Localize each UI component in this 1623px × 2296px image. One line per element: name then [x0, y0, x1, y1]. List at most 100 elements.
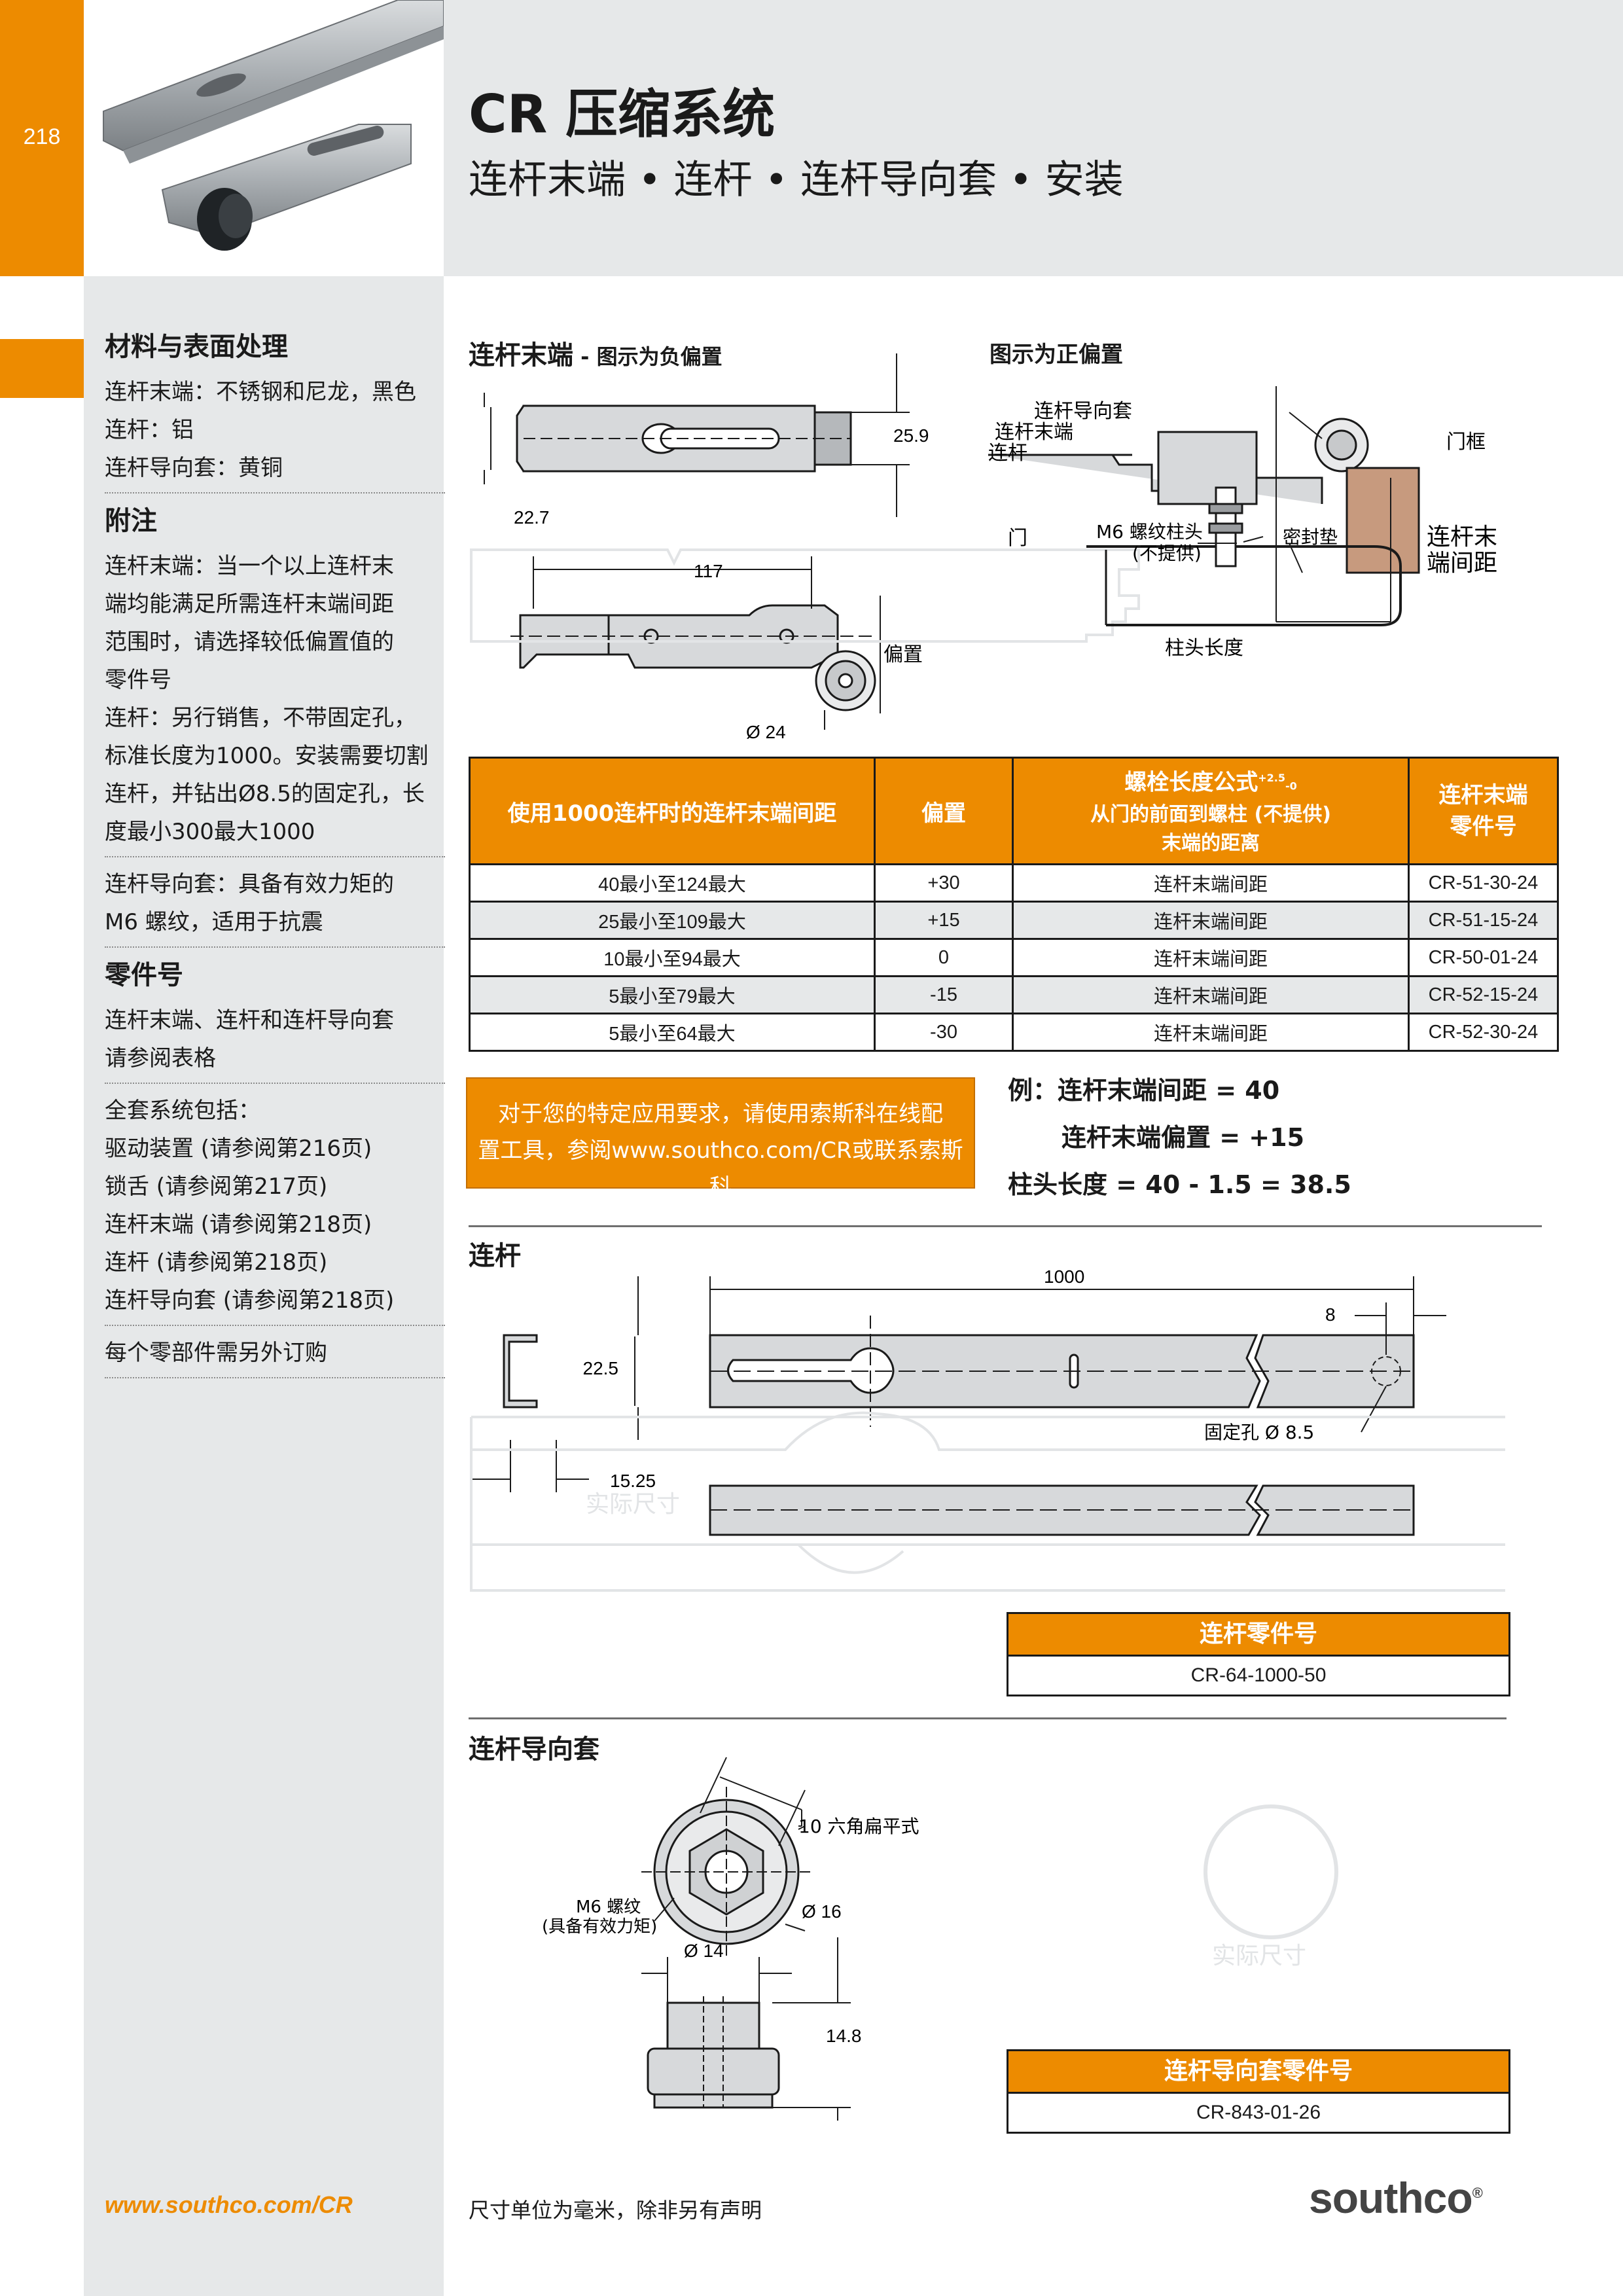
example-line: 例：连杆末端间距 = 40	[1008, 1076, 1280, 1105]
rod-length: 1000	[1044, 1266, 1084, 1287]
rod-pn-value: CR-64-1000-50	[1190, 1664, 1327, 1686]
rod-pn-heading: 连杆零件号	[1008, 1614, 1508, 1657]
cell-formula: 连杆末端间距	[1012, 1013, 1410, 1052]
label-stud-note: (不提供)	[1132, 543, 1202, 564]
positive-offset-title: 图示为正偏置	[990, 342, 1123, 368]
cell-part: CR-51-15-24	[1408, 901, 1559, 940]
section-divider	[469, 1717, 1507, 1719]
divider	[105, 1377, 445, 1378]
guide-height: 14.8	[826, 2026, 862, 2046]
cell-formula: 连杆末端间距	[1012, 901, 1410, 940]
col-formula: 螺栓长度公式+2.5-0 从门的前面到螺柱 (不提供) 末端的距离	[1012, 757, 1410, 865]
footer-note: 尺寸单位为毫米，除非另有声明	[469, 2198, 762, 2223]
actual-size-watermark: 实际尺寸	[1212, 1943, 1306, 1969]
notes-heading: 附注	[105, 506, 157, 536]
rod-title: 连杆	[469, 1241, 521, 1271]
header-band	[444, 0, 1623, 276]
rod-offset: 8	[1325, 1304, 1336, 1325]
cell-formula: 连杆末端间距	[1012, 863, 1410, 903]
cell-offset: -15	[874, 975, 1014, 1014]
label-stud: M6 螺纹柱头	[1096, 521, 1203, 543]
note-line: 度最小300最大1000	[105, 819, 315, 845]
note-line: 连杆：另行销售，不带固定孔，	[105, 705, 416, 731]
cell-spacing: 10最小至94最大	[469, 938, 876, 977]
material-line: 连杆末端：不锈钢和尼龙，黑色	[105, 379, 416, 405]
cell-spacing: 40最小至124最大	[469, 863, 876, 903]
sidebar	[84, 276, 444, 2296]
link-end-drawing: 25.9 22.7 117 偏置 Ø 24 连杆导向套 连杆末端 连杆 门框 门…	[470, 353, 1497, 742]
page-tab	[0, 0, 84, 276]
table-row: 25最小至109最大 +15 连杆末端间距 CR-51-15-24	[469, 901, 1559, 940]
system-intro: 全套系统包括：	[105, 1098, 260, 1124]
guide-thread-1: M6 螺纹	[576, 1897, 641, 1917]
note-line: 连杆，并钻出Ø8.5的固定孔，长	[105, 781, 425, 807]
parts-heading: 零件号	[105, 960, 183, 990]
configurator-callout: 对于您的特定应用要求，请使用索斯科在线配置工具，参阅www.southco.co…	[466, 1077, 975, 1200]
system-item: 连杆末端 (请参阅第218页)	[105, 1211, 372, 1238]
system-item: 锁舌 (请参阅第217页)	[105, 1174, 328, 1200]
note-line: 范围时，请选择较低偏置值的	[105, 629, 394, 655]
page-subtitle: 连杆末端 • 连杆 • 连杆导向套 • 安装	[469, 157, 1124, 203]
note-line: 连杆导向套：具备有效力矩的	[105, 871, 394, 897]
section-marker	[0, 339, 84, 398]
note-line: 端均能满足所需连杆末端间距	[105, 591, 394, 617]
guide-drawing: 10 六角扁平式 Ø 16 Ø 14 14.8 M6 螺纹 (具备有效力矩) 实…	[542, 1757, 1338, 2121]
example-line: 柱头长度 = 40 - 1.5 = 38.5	[1008, 1170, 1351, 1199]
rod-part-number-box: 连杆零件号 CR-64-1000-50	[1007, 1612, 1510, 1696]
table-row: 10最小至94最大 0 连杆末端间距 CR-50-01-24	[469, 938, 1559, 977]
cell-spacing: 5最小至64最大	[469, 1013, 876, 1052]
divider	[105, 1083, 445, 1084]
materials-heading: 材料与表面处理	[105, 332, 288, 362]
guide-d16: Ø 16	[802, 1901, 842, 1922]
parts-line: 请参阅表格	[105, 1045, 216, 1071]
cell-part: CR-50-01-24	[1408, 938, 1559, 977]
link-end-table: 使用1000连杆时的连杆末端间距 偏置 螺栓长度公式+2.5-0 从门的前面到螺…	[469, 757, 1559, 1052]
parts-line: 连杆末端、连杆和连杆导向套	[105, 1007, 394, 1033]
material-line: 连杆：铝	[105, 417, 194, 443]
divider	[105, 1325, 445, 1326]
footer-url[interactable]: www.southco.com/CR	[105, 2191, 353, 2218]
label-spacing-1: 连杆末	[1427, 524, 1497, 550]
divider	[105, 856, 445, 857]
cell-offset: 0	[874, 938, 1014, 977]
page-title: CR 压缩系统	[469, 84, 776, 145]
dim-length: 117	[694, 561, 723, 581]
col-offset: 偏置	[874, 757, 1014, 865]
example-line: 连杆末端偏置 = +15	[1061, 1123, 1305, 1152]
cell-formula: 连杆末端间距	[1012, 975, 1410, 1014]
cell-offset: +15	[874, 901, 1014, 940]
guide-thread-2: (具备有效力矩)	[542, 1917, 657, 1937]
label-frame: 门框	[1446, 431, 1486, 454]
section-divider	[469, 1225, 1542, 1227]
table-row: 5最小至64最大 -30 连杆末端间距 CR-52-30-24	[469, 1013, 1559, 1052]
system-item: 连杆 (请参阅第218页)	[105, 1249, 328, 1276]
guide-hex: 10 六角扁平式	[798, 1816, 919, 1837]
rod-width: 15.25	[610, 1471, 656, 1491]
col-part: 连杆末端零件号	[1408, 757, 1559, 865]
note-line: 连杆末端：当一个以上连杆末	[105, 553, 394, 579]
note-line: 标准长度为1000。安装需要切割	[105, 743, 429, 769]
sidebar-content: 材料与表面处理 连杆末端：不锈钢和尼龙，黑色 连杆：铝 连杆导向套：黄铜 附注 …	[105, 327, 445, 1386]
dim-offset-label: 偏置	[883, 643, 923, 666]
rod-drawing: 22.5 15.25 1000 8 固定孔 Ø 8.5 实际尺寸	[470, 1266, 1505, 1592]
col-spacing: 使用1000连杆时的连杆末端间距	[469, 757, 876, 865]
label-end: 连杆末端	[995, 421, 1073, 444]
cell-spacing: 25最小至109最大	[469, 901, 876, 940]
link-end-title: 连杆末端 - 图示为负偏置	[469, 340, 722, 370]
dim-width: 22.7	[514, 507, 550, 528]
rod-height: 22.5	[583, 1358, 619, 1378]
dim-diameter: Ø 24	[746, 722, 786, 742]
actual-size-watermark: 实际尺寸	[586, 1491, 680, 1518]
cell-formula: 连杆末端间距	[1012, 938, 1410, 977]
table-row: 5最小至79最大 -15 连杆末端间距 CR-52-15-24	[469, 975, 1559, 1014]
cell-part: CR-51-30-24	[1408, 863, 1559, 903]
label-stud-length: 柱头长度	[1165, 637, 1243, 660]
cell-part: CR-52-30-24	[1408, 1013, 1559, 1052]
guide-d14: Ø 14	[684, 1941, 724, 1961]
cell-spacing: 5最小至79最大	[469, 975, 876, 1014]
table-header-row: 使用1000连杆时的连杆末端间距 偏置 螺栓长度公式+2.5-0 从门的前面到螺…	[469, 757, 1559, 865]
guide-pn-heading: 连杆导向套零件号	[1008, 2051, 1508, 2094]
dim-height: 25.9	[893, 425, 929, 446]
material-line: 连杆导向套：黄铜	[105, 455, 283, 481]
cell-offset: +30	[874, 863, 1014, 903]
